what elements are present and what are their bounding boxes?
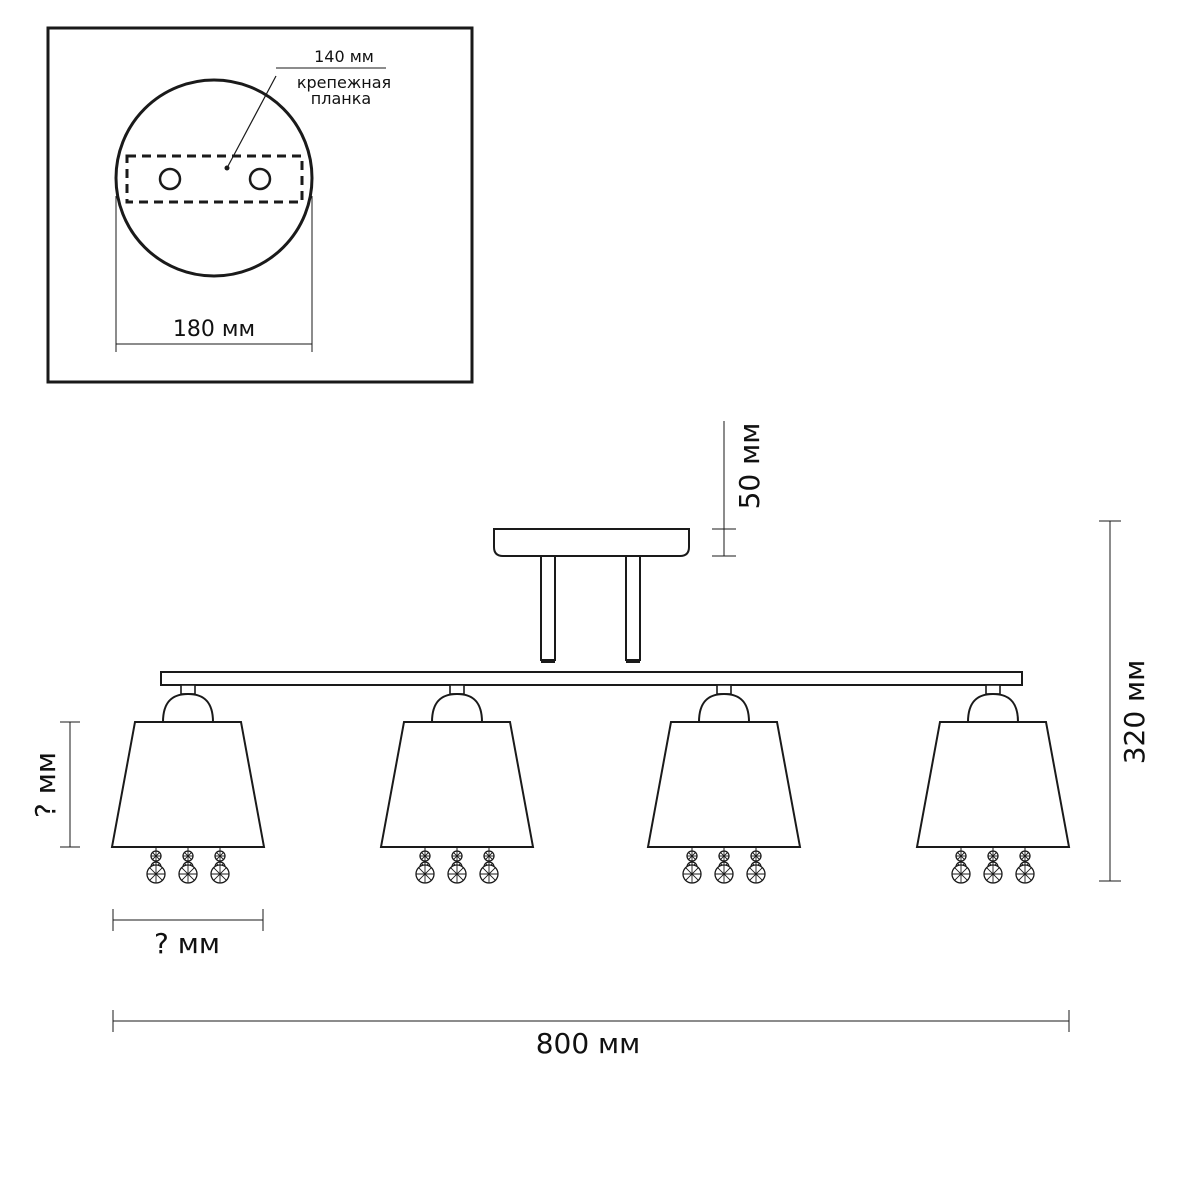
crystal-bead bbox=[955, 850, 967, 862]
crystal-bead bbox=[214, 850, 226, 862]
shade-height-dimension: ? мм bbox=[29, 721, 80, 848]
shade-body bbox=[646, 721, 802, 848]
canopy-side-view bbox=[493, 528, 690, 663]
crystal-bead bbox=[682, 864, 702, 884]
plate-leader-line bbox=[226, 75, 277, 169]
crystal-bead bbox=[951, 864, 971, 884]
mounting-plate bbox=[125, 154, 304, 204]
crystal-pendant bbox=[746, 847, 766, 884]
total-height-dimension: 320 мм bbox=[1099, 520, 1151, 882]
crystal-pendant bbox=[682, 847, 702, 884]
crystal-pendant bbox=[415, 847, 435, 884]
crystal-pendant bbox=[146, 847, 166, 884]
shade-mount bbox=[716, 684, 732, 695]
shade-body bbox=[110, 721, 266, 848]
shade-socket bbox=[967, 692, 1019, 723]
total-height-label: 320 мм bbox=[1118, 660, 1151, 765]
canopy-top-view-inset: 140 мм крепежная планка 180 мм bbox=[46, 26, 474, 384]
shade-mount bbox=[449, 684, 465, 695]
mounting-hole-left bbox=[158, 167, 182, 191]
shade-socket bbox=[162, 692, 214, 723]
shade-body bbox=[379, 721, 535, 848]
crystal-bead bbox=[1015, 864, 1035, 884]
crystal-pendant bbox=[210, 847, 230, 884]
crystal-bead bbox=[210, 864, 230, 884]
shade-socket bbox=[431, 692, 483, 723]
mounting-hole-right bbox=[248, 167, 272, 191]
crystal-pendant bbox=[951, 847, 971, 884]
crystal-bead bbox=[718, 850, 730, 862]
total-width-label: 800 мм bbox=[536, 1027, 641, 1060]
plate-name-label-line2: планка bbox=[311, 89, 371, 108]
crystal-bead bbox=[447, 864, 467, 884]
crystal-pendant bbox=[447, 847, 467, 884]
crystal-pendant bbox=[983, 847, 1003, 884]
crystal-bead bbox=[451, 850, 463, 862]
inset-frame bbox=[46, 26, 474, 384]
crystal-pendant bbox=[479, 847, 499, 884]
crystal-bead bbox=[746, 864, 766, 884]
crystal-bead bbox=[150, 850, 162, 862]
crystal-bead bbox=[1019, 850, 1031, 862]
crystal-bead bbox=[146, 864, 166, 884]
lamp-shades bbox=[110, 684, 1071, 884]
lamp-shade-4 bbox=[915, 684, 1071, 884]
shade-width-dimension: ? мм bbox=[112, 909, 264, 960]
crystal-bead bbox=[479, 864, 499, 884]
shade-socket bbox=[698, 692, 750, 723]
crystal-bead bbox=[987, 850, 999, 862]
crystal-bead bbox=[419, 850, 431, 862]
lamp-shade-3 bbox=[646, 684, 802, 884]
lamp-shade-2 bbox=[379, 684, 535, 884]
plate-name-label-line1: крепежная bbox=[297, 73, 391, 92]
crystal-pendant bbox=[714, 847, 734, 884]
crystal-bead bbox=[983, 864, 1003, 884]
crystal-bead bbox=[415, 864, 435, 884]
shade-mount bbox=[985, 684, 1001, 695]
shade-height-label: ? мм bbox=[29, 752, 62, 818]
canopy-height-dimension: 50 мм bbox=[712, 421, 766, 557]
crystal-bead bbox=[686, 850, 698, 862]
crystal-pendant bbox=[178, 847, 198, 884]
horizontal-bar bbox=[160, 671, 1023, 686]
canopy-circle bbox=[114, 78, 314, 278]
canopy-height-label: 50 мм bbox=[733, 423, 766, 510]
canopy-body bbox=[493, 528, 690, 557]
shade-body bbox=[915, 721, 1071, 848]
shade-width-label: ? мм bbox=[154, 927, 220, 960]
canopy-diameter-label: 180 мм bbox=[173, 317, 255, 342]
rod-right bbox=[625, 555, 641, 661]
crystal-pendant bbox=[1015, 847, 1035, 884]
shade-mount bbox=[180, 684, 196, 695]
plate-width-label: 140 мм bbox=[314, 47, 374, 66]
crystal-bead bbox=[750, 850, 762, 862]
crystal-bead bbox=[483, 850, 495, 862]
crystal-bead bbox=[178, 864, 198, 884]
crystal-bead bbox=[182, 850, 194, 862]
total-width-dimension: 800 мм bbox=[112, 1010, 1070, 1060]
rod-left bbox=[540, 555, 556, 661]
lamp-shade-1 bbox=[110, 684, 266, 884]
crystal-bead bbox=[714, 864, 734, 884]
